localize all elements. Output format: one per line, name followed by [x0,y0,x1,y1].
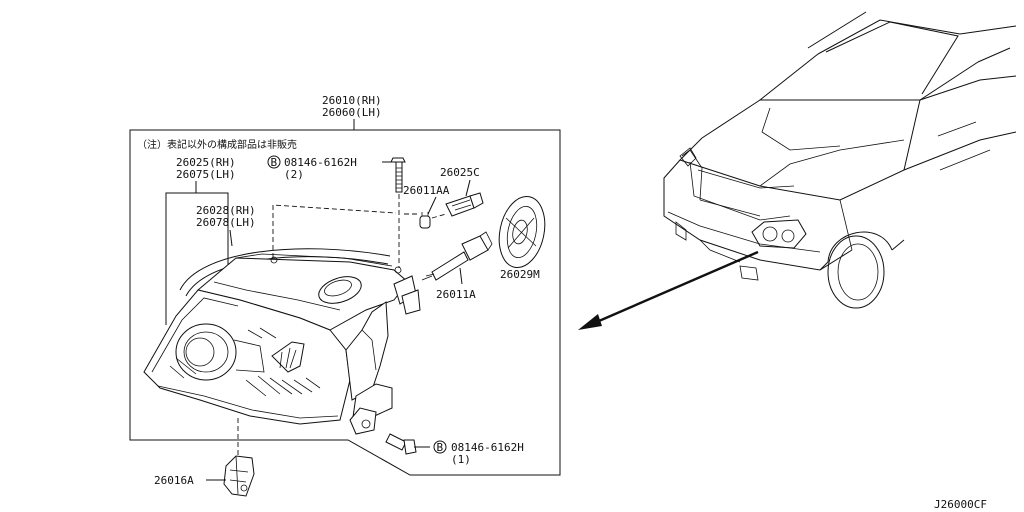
label-bolt-bottom-qty: (1) [451,453,471,466]
small-bulb-icon [419,212,431,229]
label-seal-rh: 26028(RH) [196,204,256,217]
bolt-bottom-circle-letter: B [437,441,444,454]
label-bolt-top: 08146-6162H [284,156,357,169]
label-seal-lh: 26078(LH) [196,216,256,229]
bolt-top-circle [267,155,281,169]
leader-seal [229,229,233,247]
main-bulb-icon [421,231,493,281]
label-bulb-main: 26011A [436,288,476,301]
label-lens-rh: 26025(RH) [176,156,236,169]
label-bolt-bottom: 08146-6162H [451,441,524,454]
label-socket: 26025C [440,166,480,179]
label-assembly-lh: 26060(LH) [322,106,382,119]
guide-seal [272,204,397,258]
diagram-code: J26000CF [934,498,987,511]
label-bolt-top-qty: (2) [284,168,304,181]
bolt-top-circle-letter: B [271,156,278,169]
bolt-top-icon [390,157,406,193]
note-text: （注）表記以外の構成部品は非販売 [137,138,297,151]
assembly-frame [129,129,561,476]
label-assembly-rh: 26010(RH) [322,94,382,107]
bracket-icon [223,455,255,497]
socket-icon [445,192,484,217]
cap-icon [498,195,546,269]
vehicle-front-icon [663,11,1017,309]
label-bulb-small: 26011AA [403,184,450,197]
label-bracket: 26016A [154,474,194,487]
label-lens-lh: 26075(LH) [176,168,236,181]
label-cap: 26029M [500,268,540,281]
location-arrow-icon [578,250,759,330]
bolt-bottom-icon [385,433,417,455]
bolt-bottom-circle [433,440,447,454]
headlamp-assembly-icon [143,248,421,435]
leader-lens [165,192,229,325]
